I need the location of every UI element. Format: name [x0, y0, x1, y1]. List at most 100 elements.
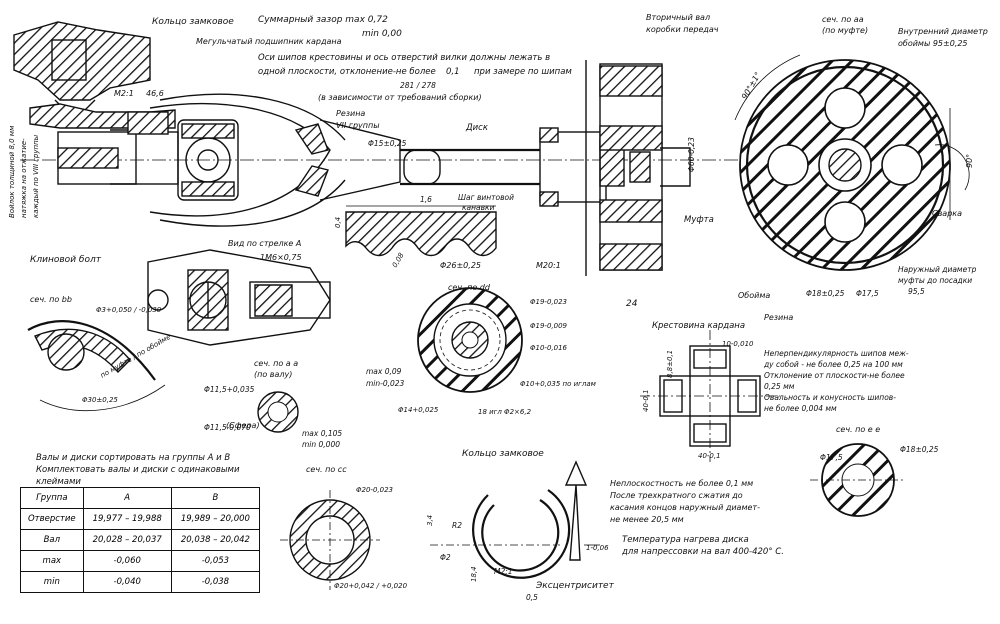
lbl-outer-diam-1: Наружный диаметр — [898, 265, 977, 274]
lbl-lock-ring-top: Кольцо замковое — [152, 17, 234, 27]
table-row: max -0,060 -0,053 — [20, 550, 261, 572]
dim-max-009: max 0,09 — [366, 367, 402, 376]
lbl-total-gap: Суммарный зазор max 0,72 — [258, 15, 388, 25]
lbl-sec-cc: сеч. по сс — [306, 465, 347, 474]
table-cell: Отверстие — [20, 508, 84, 530]
dim-0-4: 0,4 — [334, 217, 342, 228]
dim-11-5-top: Φ11,5+0,035 — [204, 385, 255, 394]
lbl-key-bolt: Клиновой болт — [30, 255, 102, 265]
lbl-helical-step-1: Шаг винтовой — [458, 193, 514, 202]
dim-ang90-a: 90°±1° — [740, 71, 763, 101]
dim-0-5: 0,5 — [526, 593, 538, 602]
lbl-rubber: Резина — [336, 109, 365, 118]
section-aa-coupling — [734, 54, 970, 271]
section-aa-shaft — [257, 391, 299, 433]
lbl-axes-dev: 0,1 — [446, 67, 460, 77]
dim-10-needles: Φ10+0,035 по иглам — [520, 380, 597, 388]
lbl-flatness-4: не менее 20,5 мм — [610, 515, 684, 524]
section-dd — [417, 287, 523, 393]
dim-19-dd: Φ19-0,023 — [530, 298, 567, 306]
lbl-sphere: (Сфера) — [226, 421, 260, 430]
table-row: Отверстие 19,977 – 19,988 19,989 – 20,00… — [20, 508, 261, 530]
yoke-fork — [149, 103, 331, 217]
lbl-axes-note-2: одной плоскости, отклонение-не более — [258, 67, 436, 77]
annotations: Кольцо замковое Суммарный зазор max 0,72… — [8, 13, 988, 602]
lbl-perp-note-3: Отклонение от плоскости-не более — [764, 371, 905, 380]
section-ee — [810, 443, 906, 517]
dim-10-cross: 10-0,010 — [722, 340, 754, 348]
lbl-rubber-2: Резина — [764, 313, 793, 322]
lbl-felt-left: Войлок толщиной 8,0 мм — [8, 125, 16, 218]
table-cell: max — [20, 550, 84, 572]
dim-40-cross: 40-0,1 — [642, 389, 650, 412]
table-row: min -0,040 -0,038 — [20, 571, 261, 593]
dim-18-4: 18,4 — [470, 566, 478, 582]
lbl-felt-left-2: натяжка на отжатие- — [20, 138, 28, 218]
dim-ang90-b: 90° — [965, 154, 974, 168]
lbl-sec-dd: сеч. по dd — [448, 283, 491, 292]
lbl-cross: Крестовина кардана — [652, 321, 745, 331]
lock-ring-bottom — [430, 460, 600, 579]
lbl-secondary-shaft-1: Вторичный вал — [646, 13, 710, 22]
lbl-perp-note-6: не более 0,004 мм — [764, 404, 837, 413]
dim-17-5-cage: Φ17,5 — [856, 289, 879, 298]
lbl-sort-note-1: Валы и диски сортировать на группы А и В — [36, 453, 230, 463]
dim-r2: R2 — [452, 521, 462, 530]
section-cc — [280, 490, 380, 590]
table-header-cell: Группа — [20, 487, 84, 509]
lbl-disk: Диск — [465, 123, 489, 133]
lbl-temp-2: для напрессовки на вал 400-420° С. — [621, 547, 784, 557]
dim-8-8-cross: 8,8±0,1 — [666, 350, 674, 378]
lbl-total-gap-min: min 0,00 — [362, 29, 402, 39]
lbl-sec-aa-shaft: сеч. по а а — [254, 359, 298, 368]
lbl-sec-aa-top: сеч. по аа — [822, 15, 864, 24]
dim-1-06: 1-0,06 — [586, 544, 609, 552]
lbl-sort-note-3: клеймами — [36, 477, 81, 487]
lbl-weld: Сварка — [932, 209, 962, 218]
dim-min-0000: min 0,000 — [302, 440, 340, 449]
table-cell: -0,060 — [82, 550, 172, 572]
dim-m2-ring: М2:1 — [494, 567, 513, 576]
dim-14-dd: Φ14+0,025 — [398, 406, 439, 414]
section-bb — [27, 320, 166, 411]
lbl-secondary-shaft-2: коробки передач — [646, 25, 719, 34]
dim-30-bb: Φ30±0,25 — [82, 396, 118, 404]
dim-10-dd: Φ10-0,016 — [530, 344, 568, 352]
bearing-cup — [127, 111, 169, 135]
lbl-helical-step-2: канавки — [462, 203, 495, 212]
lbl-perp-note-1: Неперпендикулярность шипов меж- — [764, 349, 909, 358]
lbl-perp-note-2: ду собой - не более 0,25 на 100 мм — [763, 360, 903, 369]
dim-11-5-bot: Φ11,5-0,070 — [204, 423, 251, 432]
dim-max-0105: max 0,105 — [302, 429, 342, 438]
lbl-rubber-group: VII группы — [336, 121, 380, 130]
lbl-outer-diam-3: 95,5 — [908, 287, 925, 296]
lbl-sort-note-2: Комплектовать валы и диски с одинаковыми — [36, 465, 240, 475]
lbl-felt-left-3: каждый по VIII группы — [32, 134, 40, 218]
lbl-temp-1: Температура нагрева диска — [622, 535, 749, 545]
dim-26: Φ26±0,25 — [440, 261, 481, 270]
dim-15: Φ15±0,25 — [368, 139, 407, 148]
table-header-cell: В — [170, 487, 261, 509]
lbl-sec-aa-shaft-2: (по валу) — [254, 370, 292, 379]
lbl-inner-diam-2: обоймы 95±0,25 — [898, 39, 968, 48]
dim-needles: 18 игл Φ2×6,2 — [478, 408, 532, 416]
lbl-lock-ring-bottom: Кольцо замковое — [462, 449, 544, 459]
dim-3-4: 3,4 — [426, 515, 434, 526]
dim-18-cage: Φ18±0,25 — [806, 289, 845, 298]
dim-min-0023: min-0,023 — [366, 379, 405, 388]
dim-m2-1: М2:1 — [114, 89, 134, 98]
dim-18-ee: Φ18±0,25 — [900, 445, 939, 454]
lbl-flatness-2: После трехкратного сжатия до — [610, 491, 743, 500]
cap-housing — [13, 21, 151, 101]
dim-1-6: 1,6 — [420, 195, 432, 204]
dim-17-5-ee: Φ17,5 — [820, 453, 843, 462]
table-cell: 19,989 – 20,000 — [170, 508, 261, 530]
lbl-view-a: Вид по стрелке А — [228, 239, 301, 248]
table-header-cell: А — [82, 487, 172, 509]
lbl-axes-dev-tail: при замере по шипам — [474, 67, 572, 77]
table-row: Вал 20,028 – 20,037 20,038 – 20,042 — [20, 529, 261, 551]
table-cell: -0,040 — [82, 571, 172, 593]
cross-bearing — [177, 119, 239, 201]
lbl-perp-note-5: Овальность и конусность шипов- — [764, 393, 896, 402]
lbl-axes-note-1: Оси шипов крестовины и ось отверстий вил… — [258, 53, 550, 63]
